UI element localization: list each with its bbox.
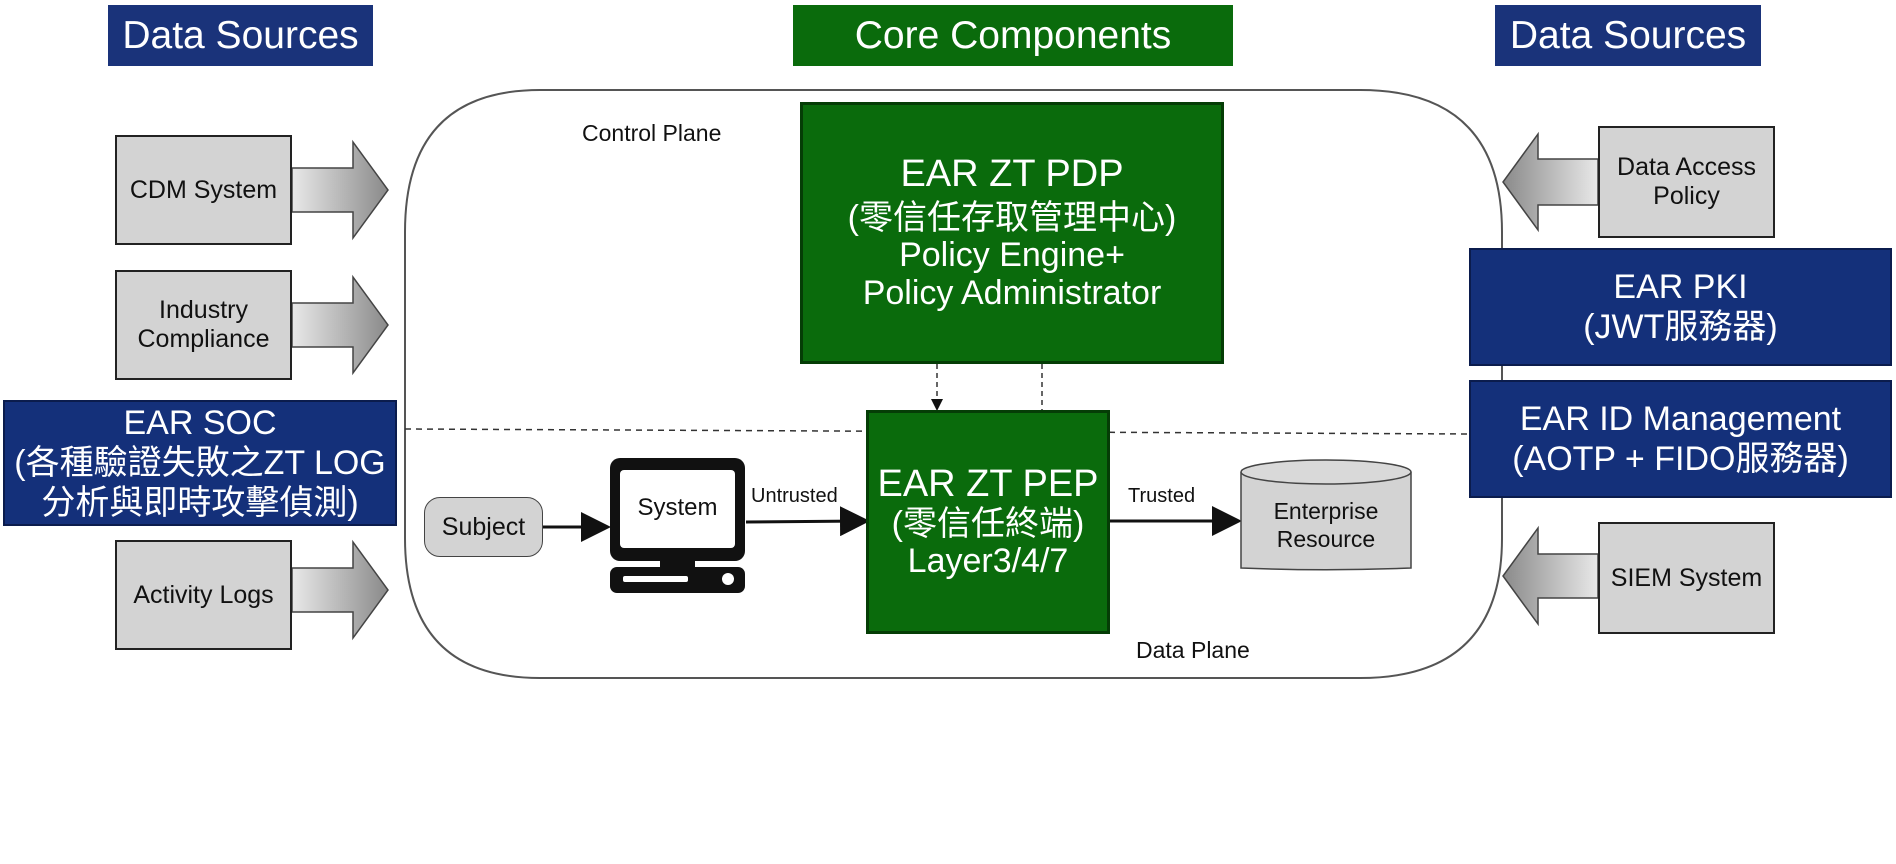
ear-pki-box: EAR PKI (JWT服務器) [1469,248,1892,366]
enterprise-resource-label: Enterprise Resource [1241,498,1411,553]
siem-system-box: SIEM System [1598,522,1775,634]
pdp-line-2: (零信任存取管理中心) [847,198,1177,237]
ear-zt-pdp-box: EAR ZT PDP (零信任存取管理中心) Policy Engine+ Po… [800,102,1224,364]
right-header: Data Sources [1495,5,1761,66]
database-icon [1240,459,1412,571]
subject-label: Subject [441,512,526,541]
soc-line-2: (各種驗證失敗之ZT LOG [14,443,386,482]
industry-label-line-1: Industry [159,296,248,325]
siem-arrow [1502,525,1599,627]
industry-compliance-box: Industry Compliance [115,270,292,380]
pep-title: EAR ZT PEP [877,462,1099,505]
data-access-policy-box: Data Access Policy [1598,126,1775,238]
industry-label-line-2: Compliance [137,325,270,353]
trusted-label: Trusted [1128,485,1196,507]
pdp-title: EAR ZT PDP [900,153,1124,196]
subject-box: Subject [424,497,543,557]
untrusted-label: Untrusted [751,485,838,507]
center-header: Core Components [793,5,1233,66]
id-mgmt-line-2: (AOTP + FIDO服務器) [1512,440,1849,478]
pki-title: EAR PKI [1613,267,1748,306]
control-plane-label: Control Plane [582,120,722,146]
activity-logs-box: Activity Logs [115,540,292,650]
soc-line-3: 分析與即時攻擊偵測) [41,484,359,523]
access-policy-arrow [1502,131,1599,233]
cdm-arrow [291,139,389,241]
data-plane-label: Data Plane [1136,637,1250,663]
id-mgmt-title: EAR ID Management [1519,399,1842,438]
pep-line-2: (零信任終端) [891,504,1085,543]
access-policy-line-2: Policy [1653,182,1720,210]
cdm-system-box: CDM System [115,135,292,245]
access-policy-line-1: Data Access [1617,153,1756,182]
cdm-system-label: CDM System [129,175,278,204]
left-header: Data Sources [108,5,373,66]
resource-line-2: Resource [1276,525,1376,552]
untrusted-arrow [745,506,870,537]
ear-id-management-box: EAR ID Management (AOTP + FIDO服務器) [1469,380,1892,498]
ear-zt-pep-box: EAR ZT PEP (零信任終端) Layer3/4/7 [866,410,1110,634]
system-label: System [637,494,718,521]
siem-system-label: SIEM System [1610,563,1763,592]
industry-arrow [291,274,389,376]
pki-line-2: (JWT服務器) [1583,308,1778,346]
resource-line-1: Enterprise [1273,498,1379,524]
activity-logs-label: Activity Logs [133,580,274,609]
zero-trust-boundary [404,89,1503,679]
computer-icon [610,458,745,593]
pep-line-3: Layer3/4/7 [907,541,1069,580]
ear-soc-box: EAR SOC (各種驗證失敗之ZT LOG 分析與即時攻擊偵測) [3,400,397,526]
pdp-line-4: Policy Administrator [862,273,1162,312]
soc-title: EAR SOC [123,403,277,442]
activity-arrow [291,539,389,641]
pdp-line-3: Policy Engine+ [899,236,1125,275]
